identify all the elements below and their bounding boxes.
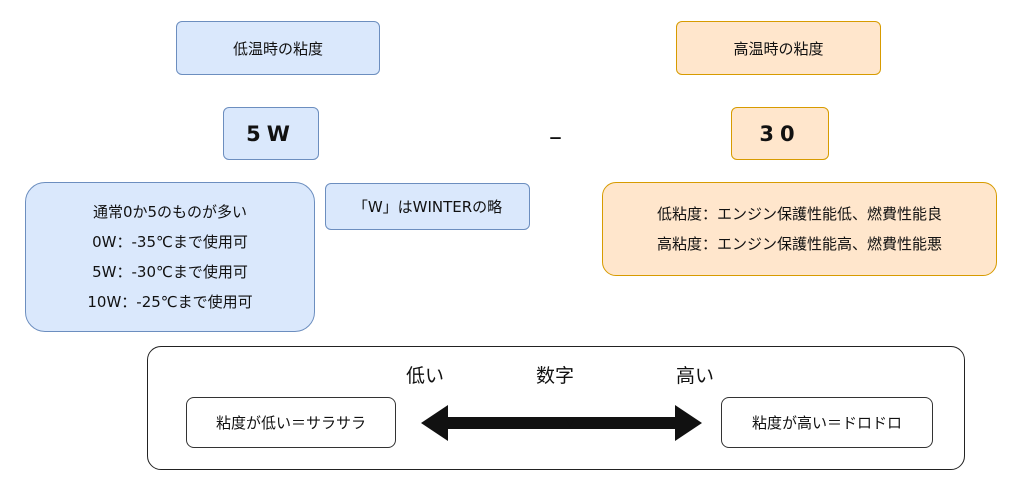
high-temp-info-line: 高粘度：エンジン保護性能高、燃費性能悪 (656, 235, 942, 253)
high-temp-info-line: 低粘度：エンジン保護性能低、燃費性能良 (656, 205, 942, 223)
scale-left-box: 粘度が低い＝サラサラ (186, 397, 396, 448)
high-temp-code-box: 30 (731, 107, 829, 160)
scale-left-text: 粘度が低い＝サラサラ (215, 414, 366, 432)
viscosity-scale-panel: 低い 数字 高い 粘度が低い＝サラサラ 粘度が高い＝ドロドロ (147, 346, 965, 470)
scale-low-label: 低い (406, 365, 445, 387)
center-tick-marker (566, 419, 574, 427)
low-temp-info-line: 10W：-25℃まで使用可 (87, 293, 253, 311)
scale-center-label: 数字 (536, 365, 575, 387)
high-temp-code: 30 (759, 121, 801, 146)
winter-note-box: 「W」はWINTERの略 (325, 183, 530, 230)
high-temp-info-box: 低粘度：エンジン保護性能低、燃費性能良 高粘度：エンジン保護性能高、燃費性能悪 (602, 182, 997, 276)
winter-note: 「W」はWINTERの略 (352, 198, 503, 216)
low-temp-info-line: 5W：-30℃まで使用可 (92, 263, 248, 281)
low-temp-info-box: 通常0か5のものが多い 0W：-35℃まで使用可 5W：-30℃まで使用可 10… (25, 182, 315, 332)
scale-high-label: 高い (676, 365, 715, 387)
low-temp-info-line: 0W：-35℃まで使用可 (92, 233, 248, 251)
low-temp-title: 低温時の粘度 (232, 39, 323, 58)
low-temp-code: 5W (246, 121, 296, 146)
high-temp-title-box: 高温時の粘度 (676, 21, 881, 75)
scale-right-box: 粘度が高い＝ドロドロ (721, 397, 933, 448)
separator-dash: – (549, 122, 562, 152)
low-temp-info-line: 通常0か5のものが多い (92, 203, 248, 221)
scale-right-text: 粘度が高い＝ドロドロ (751, 414, 902, 432)
double-arrow-shape (421, 405, 702, 441)
high-temp-title: 高温時の粘度 (733, 39, 824, 58)
low-temp-title-box: 低温時の粘度 (176, 21, 380, 75)
low-temp-code-box: 5W (223, 107, 319, 160)
